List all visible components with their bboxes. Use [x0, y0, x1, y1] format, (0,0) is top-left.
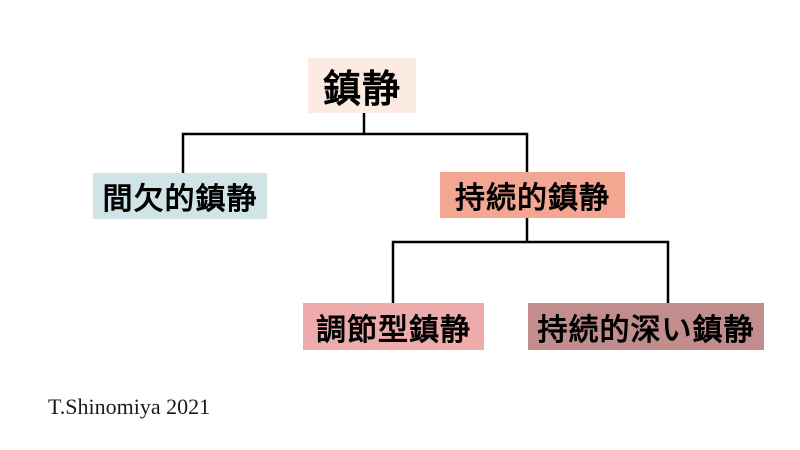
edge-level1-bracket	[181, 132, 529, 173]
node-continuous-deep-sedation-label: 持続的深い鎮静	[537, 313, 755, 347]
attribution-text: T.Shinomiya 2021	[48, 394, 211, 419]
node-continuous-sedation: 持続的鎮静	[440, 172, 625, 218]
node-sedation-root: 鎮静	[308, 58, 416, 113]
node-intermittent-sedation-label: 間欠的鎮静	[102, 183, 258, 216]
node-sedation-root-label: 鎮静	[322, 69, 401, 111]
node-intermittent-sedation: 間欠的鎮静	[93, 173, 267, 219]
node-adjustable-sedation: 調節型鎮静	[303, 303, 484, 350]
node-continuous-sedation-label: 持続的鎮静	[455, 182, 610, 215]
node-continuous-deep-sedation: 持続的深い鎮静	[528, 303, 764, 350]
edge-level2-bracket	[391, 240, 670, 303]
node-adjustable-sedation-label: 調節型鎮静	[316, 313, 471, 347]
